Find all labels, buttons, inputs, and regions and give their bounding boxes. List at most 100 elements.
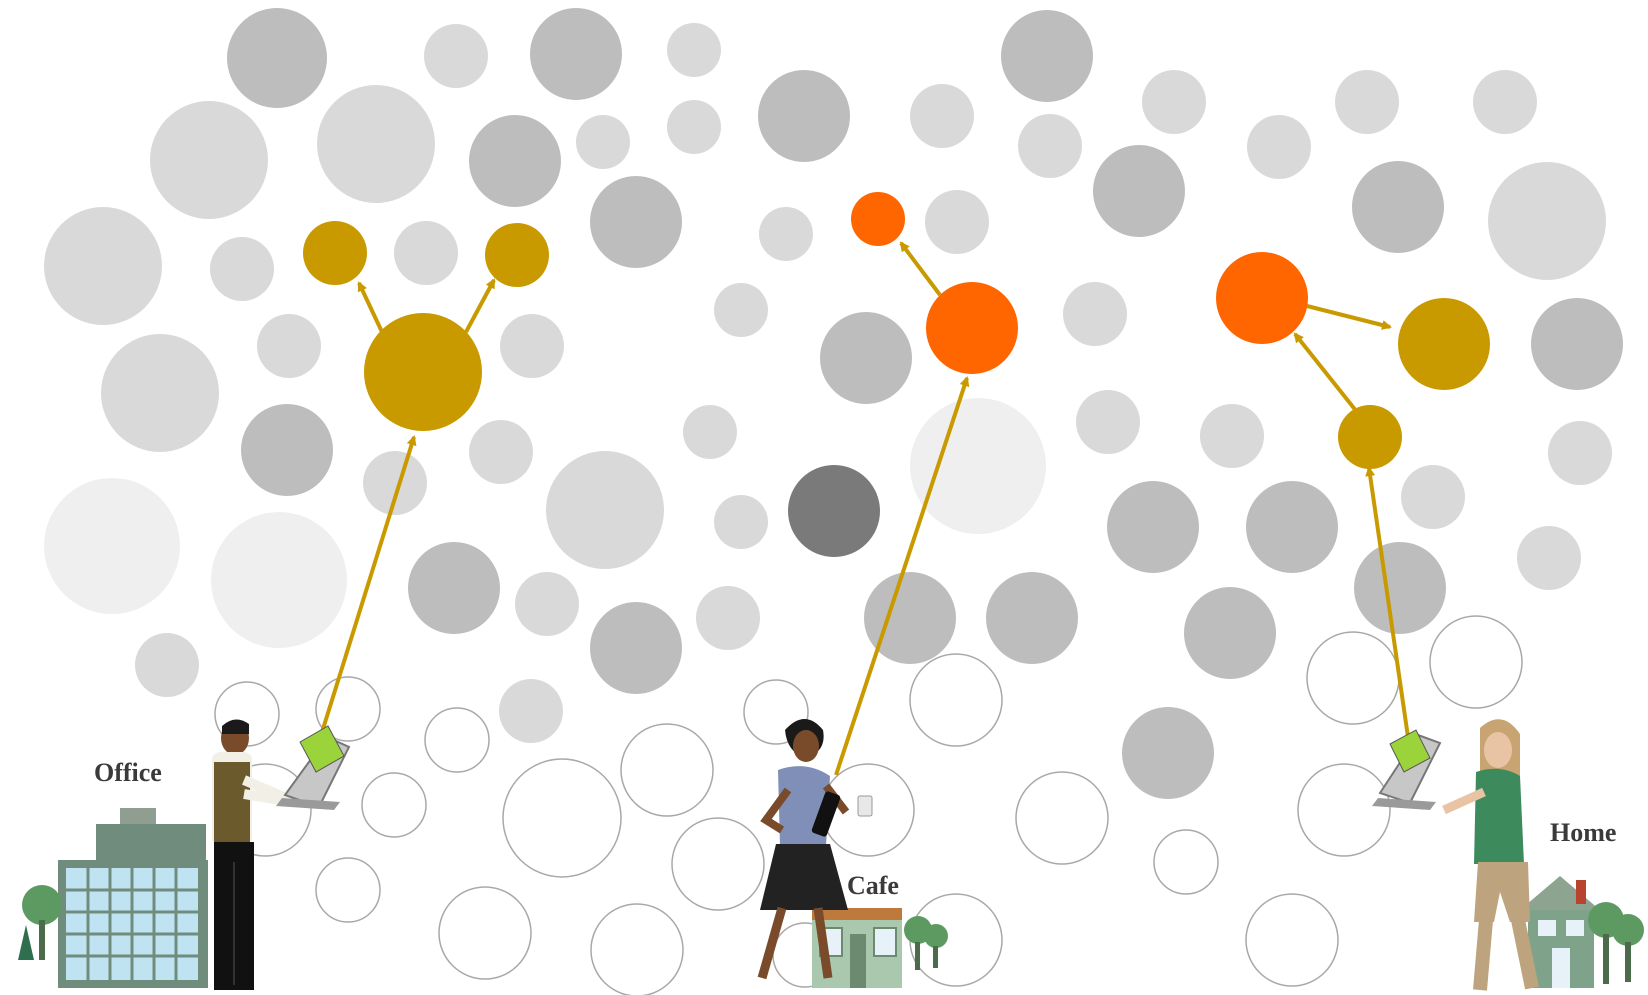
network-node <box>469 420 533 484</box>
network-node <box>1200 404 1264 468</box>
network-node <box>590 602 682 694</box>
inactive-node <box>315 857 381 923</box>
network-node <box>1488 162 1606 280</box>
network-node <box>1142 70 1206 134</box>
inactive-node <box>1306 631 1400 725</box>
network-node <box>714 283 768 337</box>
network-node <box>590 176 682 268</box>
office-building-icon <box>18 808 208 988</box>
background-nodes <box>44 8 1623 799</box>
network-node <box>394 221 458 285</box>
cafe-hub-node <box>926 282 1018 374</box>
network-node <box>1122 707 1214 799</box>
network-node <box>1335 70 1399 134</box>
network-node <box>1184 587 1276 679</box>
network-node <box>408 542 500 634</box>
network-node <box>667 23 721 77</box>
network-node <box>759 207 813 261</box>
office-worker-person-with-laptop-icon <box>212 719 351 990</box>
inactive-node <box>1245 893 1339 987</box>
house-icon <box>1520 876 1644 988</box>
network-node <box>1107 481 1199 573</box>
office-leaf-node-left <box>303 221 367 285</box>
network-node <box>515 572 579 636</box>
network-node <box>667 100 721 154</box>
cafe-branch-arrow <box>899 241 942 297</box>
outline-nodes <box>214 615 1523 995</box>
network-node <box>864 572 956 664</box>
network-node <box>500 314 564 378</box>
inactive-node <box>1153 829 1219 895</box>
network-node <box>820 312 912 404</box>
network-node <box>714 495 768 549</box>
highlighted-nodes <box>303 192 1490 469</box>
network-node <box>317 85 435 203</box>
network-node <box>241 404 333 496</box>
office-branch-arrow-left <box>357 281 384 333</box>
network-node <box>758 70 850 162</box>
inactive-node <box>590 903 684 995</box>
network-node <box>1401 465 1465 529</box>
home-hub-node <box>1216 252 1308 344</box>
network-node <box>210 237 274 301</box>
home-worker-person-with-laptop-icon <box>1372 719 1539 991</box>
home-cross-arrow <box>1306 304 1392 330</box>
inactive-node <box>620 723 714 817</box>
network-node <box>1354 542 1446 634</box>
network-node <box>101 334 219 452</box>
inactive-node <box>909 653 1003 747</box>
office-hub-node <box>364 313 482 431</box>
network-node <box>44 478 180 614</box>
inactive-node <box>743 679 809 745</box>
network-node <box>44 207 162 325</box>
home-label: Home <box>1550 818 1617 847</box>
network-node <box>1246 481 1338 573</box>
network-node <box>227 8 327 108</box>
office-uplink-arrow <box>316 435 417 746</box>
network-node <box>363 451 427 515</box>
network-node <box>424 24 488 88</box>
connection-arrows <box>316 241 1410 776</box>
network-node <box>1352 161 1444 253</box>
network-node <box>1076 390 1140 454</box>
office-leaf-node-right <box>485 223 549 287</box>
inactive-node <box>671 817 765 911</box>
network-node <box>257 314 321 378</box>
network-node <box>986 572 1078 664</box>
network-node <box>211 512 347 648</box>
inactive-node <box>424 707 490 773</box>
network-node <box>910 398 1046 534</box>
cafe-uplink-arrow <box>834 376 970 776</box>
network-node <box>1018 114 1082 178</box>
network-node <box>546 451 664 569</box>
network-node <box>683 405 737 459</box>
network-node <box>925 190 989 254</box>
network-node <box>1531 298 1623 390</box>
network-node <box>1247 115 1311 179</box>
inactive-node <box>315 676 381 742</box>
home-relay-node <box>1338 405 1402 469</box>
network-node <box>1517 526 1581 590</box>
home-branch-arrow <box>1293 332 1359 414</box>
network-node <box>576 115 630 169</box>
inactive-node <box>1015 771 1109 865</box>
office-label: Office <box>94 758 162 787</box>
network-node <box>696 586 760 650</box>
network-node <box>1093 145 1185 237</box>
network-node-dark <box>788 465 880 557</box>
network-node <box>910 84 974 148</box>
inactive-node <box>361 772 427 838</box>
network-node <box>1548 421 1612 485</box>
inactive-node <box>1297 763 1391 857</box>
network-node <box>150 101 268 219</box>
network-node <box>1001 10 1093 102</box>
network-node <box>1473 70 1537 134</box>
network-node <box>530 8 622 100</box>
network-node <box>499 679 563 743</box>
network-node <box>135 633 199 697</box>
cafe-label: Cafe <box>847 871 899 900</box>
network-node <box>1063 282 1127 346</box>
inactive-node <box>438 886 532 980</box>
inactive-node <box>1429 615 1523 709</box>
